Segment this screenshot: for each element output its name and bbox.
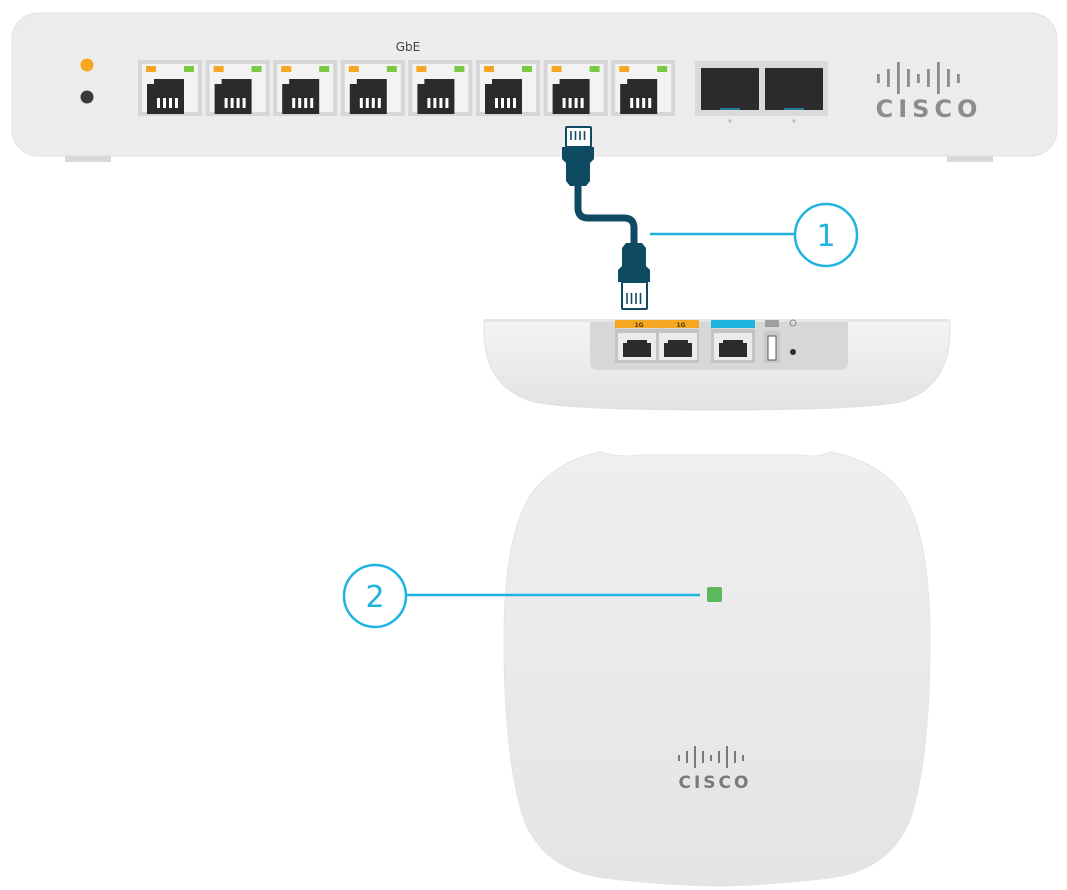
sfp-dot-2 bbox=[792, 119, 796, 123]
switch-port-7[interactable] bbox=[543, 60, 608, 116]
ap-lan-label-bar bbox=[711, 320, 755, 328]
switch-port-4[interactable] bbox=[340, 60, 405, 116]
switch-port-row bbox=[138, 60, 676, 116]
ap-lan-port[interactable] bbox=[711, 320, 755, 363]
port-led-amber bbox=[213, 66, 224, 72]
rj45-connector-icon bbox=[417, 79, 455, 114]
callout-2-number: 2 bbox=[365, 580, 384, 615]
switch-status-led-amber bbox=[80, 58, 94, 72]
cable-top-plug-tip bbox=[565, 126, 592, 148]
port-led-amber bbox=[281, 66, 292, 72]
rj45-connector-icon bbox=[620, 79, 658, 114]
ap-cisco-logo: CISCO bbox=[678, 746, 752, 793]
ap-port-1-label: 1G bbox=[634, 322, 643, 329]
callout-1-circle bbox=[793, 202, 859, 268]
port-led-green bbox=[319, 66, 330, 72]
port-led-green bbox=[251, 66, 262, 72]
port-led-amber bbox=[551, 66, 562, 72]
usb-icon bbox=[765, 320, 779, 327]
sfp-led-2 bbox=[784, 108, 804, 110]
switch-foot-right bbox=[947, 156, 993, 162]
cable-top-plug-body bbox=[562, 147, 594, 186]
switch-status-led-dark bbox=[80, 90, 94, 104]
ap-uplink-label-bar bbox=[615, 320, 699, 328]
sfp-port-1[interactable] bbox=[701, 68, 759, 110]
switch-foot-left bbox=[65, 156, 111, 162]
rj45-connector-icon bbox=[349, 79, 387, 114]
ap-uplink-ports: 1G 1G bbox=[615, 320, 699, 363]
rj45-connector-icon bbox=[623, 340, 651, 357]
rj45-connector-icon bbox=[147, 79, 184, 114]
ap-port-2-label: 1G bbox=[676, 322, 685, 329]
switch-port-8[interactable] bbox=[611, 60, 676, 116]
cable-bottom-plug-body bbox=[618, 243, 650, 282]
sfp-led-1 bbox=[720, 108, 740, 110]
rj45-connector-icon bbox=[282, 79, 320, 114]
port-led-amber bbox=[348, 66, 359, 72]
switch-port-6[interactable] bbox=[476, 60, 540, 116]
switch-port-1[interactable] bbox=[138, 60, 202, 116]
port-led-green bbox=[589, 66, 600, 72]
cable-line bbox=[574, 186, 638, 246]
cisco-logo-icon bbox=[678, 746, 744, 768]
switch-port-3[interactable] bbox=[273, 60, 338, 116]
callout-1: 1 bbox=[650, 202, 859, 268]
switch: GbE CISCO bbox=[11, 12, 1058, 162]
ap-reset-button[interactable] bbox=[789, 319, 797, 355]
cable-bottom-plug-pins bbox=[626, 293, 642, 304]
port-led-green bbox=[657, 66, 668, 72]
sfp-port-2[interactable] bbox=[765, 68, 823, 110]
ap-brand-text: CISCO bbox=[679, 773, 752, 793]
rj45-connector-icon bbox=[664, 340, 692, 357]
switch-brand-text: CISCO bbox=[876, 95, 983, 123]
port-led-green bbox=[522, 66, 532, 72]
switch-sfp-ports bbox=[695, 61, 828, 123]
rj45-connector-icon bbox=[552, 79, 590, 114]
switch-port-2[interactable] bbox=[205, 60, 270, 116]
power-icon bbox=[789, 319, 797, 327]
ap-port-1[interactable] bbox=[618, 333, 656, 360]
cisco-logo-icon bbox=[877, 62, 960, 94]
port-led-amber bbox=[619, 66, 630, 72]
switch-port-5[interactable] bbox=[408, 60, 473, 116]
access-point-underside: 1G 1G bbox=[483, 319, 951, 411]
port-led-amber bbox=[484, 66, 494, 72]
switch-cisco-logo: CISCO bbox=[876, 62, 983, 123]
ap-port-2[interactable] bbox=[659, 333, 697, 360]
access-point-top: CISCO bbox=[503, 451, 931, 887]
switch-port-group-label: GbE bbox=[396, 40, 421, 54]
cable-bottom-plug-tip bbox=[621, 281, 648, 310]
rj45-connector-icon bbox=[719, 340, 747, 357]
callout-2-circle bbox=[342, 563, 408, 629]
cable-top-plug-pins bbox=[570, 131, 586, 140]
ap-status-led bbox=[707, 587, 722, 602]
port-led-green bbox=[454, 66, 465, 72]
port-led-green bbox=[184, 66, 194, 72]
port-led-amber bbox=[416, 66, 427, 72]
callout-1-number: 1 bbox=[816, 219, 835, 254]
ethernet-cable-icon bbox=[562, 126, 650, 310]
port-led-amber bbox=[146, 66, 156, 72]
sfp-dot-1 bbox=[728, 119, 732, 123]
ap-usb-port[interactable] bbox=[764, 320, 780, 363]
callout-2: 2 bbox=[342, 563, 700, 629]
rj45-connector-icon bbox=[214, 79, 252, 114]
ap-top-body bbox=[503, 451, 931, 887]
port-led-green bbox=[386, 66, 397, 72]
rj45-connector-icon bbox=[485, 79, 522, 114]
